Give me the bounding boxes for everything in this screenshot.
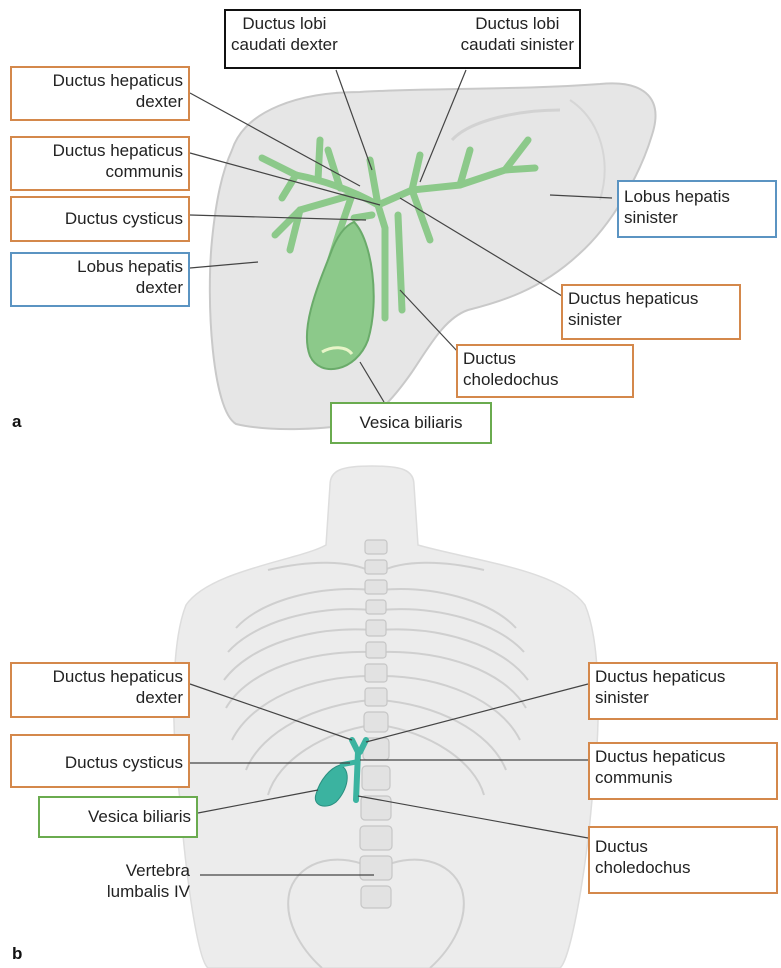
label-lobus-hepatis-dexter: Lobus hepatis dexter <box>10 252 190 307</box>
panel-letter-a: a <box>12 412 21 432</box>
label-b-vesica-biliaris: Vesica biliaris <box>38 796 198 838</box>
label-a-vesica-biliaris: Vesica biliaris <box>330 402 492 444</box>
label-b-ductus-hepaticus-communis: Ductus hepaticus communis <box>588 742 778 800</box>
torso-illustration <box>174 466 598 968</box>
label-ductus-lobi-caudati: Ductus lobi caudati dexter Ductus lobi c… <box>224 9 581 69</box>
label-b-vertebra-lumbalis-iv: Vertebra lumbalis IV <box>60 860 190 902</box>
panel-letter-b: b <box>12 944 22 964</box>
label-a-ductus-hepaticus-communis: Ductus hepaticus communis <box>10 136 190 191</box>
label-a-ductus-choledochus: Ductus choledochus <box>456 344 634 398</box>
label-b-ductus-hepaticus-sinister: Ductus hepaticus sinister <box>588 662 778 720</box>
label-b-ductus-hepaticus-dexter: Ductus hepaticus dexter <box>10 662 190 718</box>
label-b-ductus-cysticus: Ductus cysticus <box>10 734 190 788</box>
label-a-ductus-hepaticus-dexter: Ductus hepaticus dexter <box>10 66 190 121</box>
label-ductus-lobi-caudati-dexter: Ductus lobi caudati dexter <box>231 13 338 65</box>
label-lobus-hepatis-sinister: Lobus hepatis sinister <box>617 180 777 238</box>
label-a-ductus-cysticus: Ductus cysticus <box>10 196 190 242</box>
label-b-ductus-choledochus: Ductus choledochus <box>588 826 778 894</box>
label-a-ductus-hepaticus-sinister: Ductus hepaticus sinister <box>561 284 741 340</box>
label-ductus-lobi-caudati-sinister: Ductus lobi caudati sinister <box>461 13 574 65</box>
